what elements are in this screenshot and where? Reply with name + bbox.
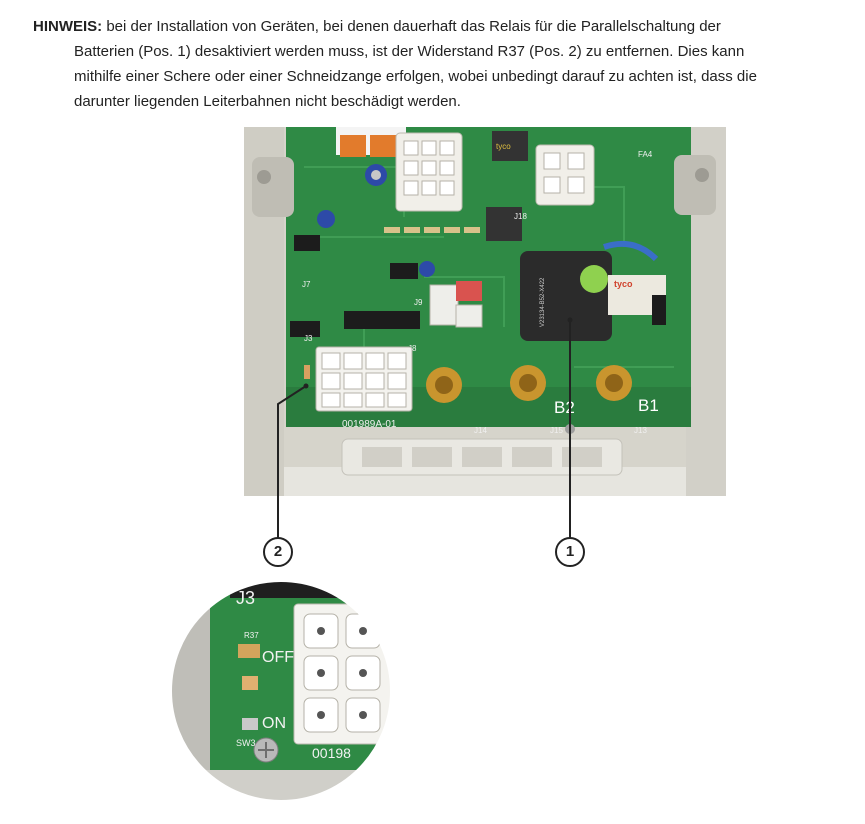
note-line-4: darunter liegenden Leiterbahnen nicht be…	[74, 93, 461, 110]
label-j3: J3	[304, 334, 313, 343]
zoom-label-on: ON	[262, 715, 286, 732]
note-line-1: HINWEIS: bei der Installation von Geräte…	[33, 14, 845, 39]
parallel-relay: V23134-B52-X422	[520, 251, 612, 341]
detail-zoom-r37: J3 R37 OFF ON SW3 00198	[170, 580, 392, 802]
label-fa: FA4	[638, 150, 653, 159]
note-text-1: bei der Installation von Geräten, bei de…	[106, 18, 721, 35]
installation-note: HINWEIS: bei der Installation von Geräte…	[33, 14, 845, 114]
connector-j8	[315, 346, 413, 412]
circuit-board-photo: tyco V23134-B52-X422 tyco	[244, 127, 726, 496]
note-line-2: Batterien (Pos. 1) desaktiviert werden m…	[74, 43, 745, 60]
callout-pos-2: 2	[263, 537, 293, 567]
note-label: HINWEIS:	[33, 18, 103, 35]
label-j18: J18	[514, 212, 527, 221]
note-line-3: mithilfe einer Schere oder einer Schneid…	[74, 68, 757, 85]
label-j9: J9	[414, 298, 423, 307]
relay-model-label: V23134-B52-X422	[540, 277, 546, 327]
zoom-label-r37: R37	[244, 631, 259, 640]
label-j8: J8	[408, 344, 417, 353]
zoom-pcb-code: 00198	[312, 745, 351, 761]
small-relay-brand: tyco	[496, 142, 511, 151]
label-j15: J15	[550, 426, 563, 435]
zoom-label-j3: J3	[236, 588, 255, 608]
label-j7: J7	[302, 280, 311, 289]
zoom-label-off: OFF	[262, 649, 294, 666]
terminal-j14	[426, 367, 462, 403]
label-j14: J14	[474, 426, 487, 435]
sticker-brand: tyco	[614, 279, 633, 289]
label-b1: B1	[638, 396, 659, 415]
callout-pos-1: 1	[555, 537, 585, 567]
terminal-j15	[510, 365, 546, 401]
connector-top-left	[395, 132, 463, 212]
terminal-j13	[596, 365, 632, 401]
zoom-label-sw3: SW3	[236, 738, 256, 748]
pcb-code: 001989A-01	[342, 419, 397, 430]
connector-top-right	[535, 144, 595, 206]
label-j13: J13	[634, 426, 647, 435]
